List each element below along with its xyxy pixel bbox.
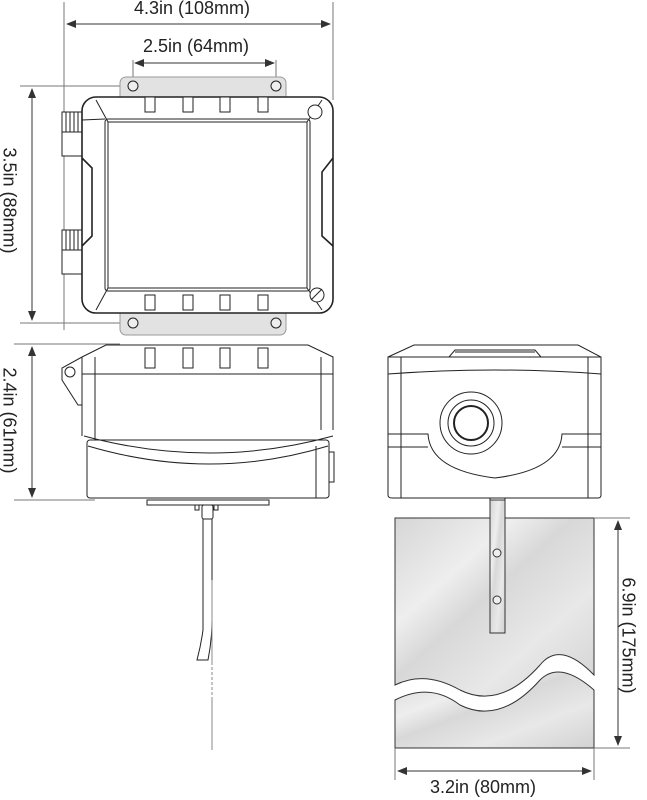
side-depth-label: 2.4in (61mm) bbox=[0, 367, 20, 474]
plate-width-label: 3.2in (80mm) bbox=[430, 777, 537, 797]
overall-width-label: 4.3in (108mm) bbox=[134, 0, 251, 18]
overall-height-label: 3.5in (88mm) bbox=[0, 147, 20, 254]
side-view bbox=[14, 343, 335, 750]
plate-height-label: 6.9in (175mm) bbox=[618, 577, 639, 694]
mount-hole-spacing-label: 2.5in (64mm) bbox=[143, 36, 250, 56]
bracket-plate-view bbox=[394, 499, 630, 780]
top-view bbox=[20, 2, 334, 336]
